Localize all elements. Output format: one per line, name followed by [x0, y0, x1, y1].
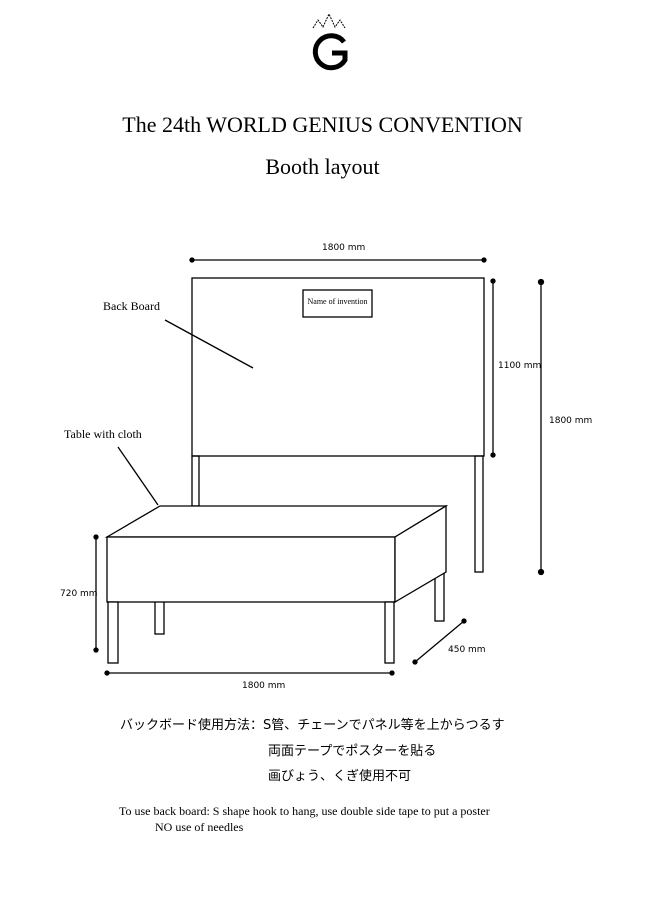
- dimension-lines: [93, 257, 545, 676]
- name-of-invention-box: [302, 289, 373, 318]
- name-of-invention-text: Name of invention: [307, 297, 368, 306]
- table-height-dim: 720 mm: [60, 589, 98, 599]
- table-depth-dim: 450 mm: [448, 645, 486, 655]
- table: [104, 504, 449, 664]
- back-board-leader: [164, 319, 254, 369]
- jp-instruction-2: 両面テープでポスターを貼る: [268, 744, 437, 759]
- total-height-dim: 1800 mm: [549, 416, 593, 426]
- table-leader: [117, 446, 159, 506]
- page-title: The 24th WORLD GENIUS CONVENTION: [122, 112, 523, 137]
- jp-instruction-3: 画びょう、くぎ使用不可: [268, 769, 412, 784]
- page-subtitle: Booth layout: [265, 154, 380, 179]
- jp-instruction-1: バックボード使用方法：S管、チェーンでパネル等を上からつるす: [120, 718, 505, 733]
- en-instruction-1: To use back board: S shape hook to hang,…: [119, 804, 490, 818]
- board-height-dim: 1100 mm: [498, 361, 542, 371]
- board-width-dim: 1800 mm: [322, 243, 366, 253]
- en-instruction-2: NO use of needles: [155, 820, 244, 834]
- back-board: [191, 277, 485, 573]
- crown-g-logo: [312, 12, 348, 71]
- table-label: Table with cloth: [64, 427, 142, 441]
- table-width-dim: 1800 mm: [242, 681, 286, 691]
- back-board-label: Back Board: [103, 299, 160, 313]
